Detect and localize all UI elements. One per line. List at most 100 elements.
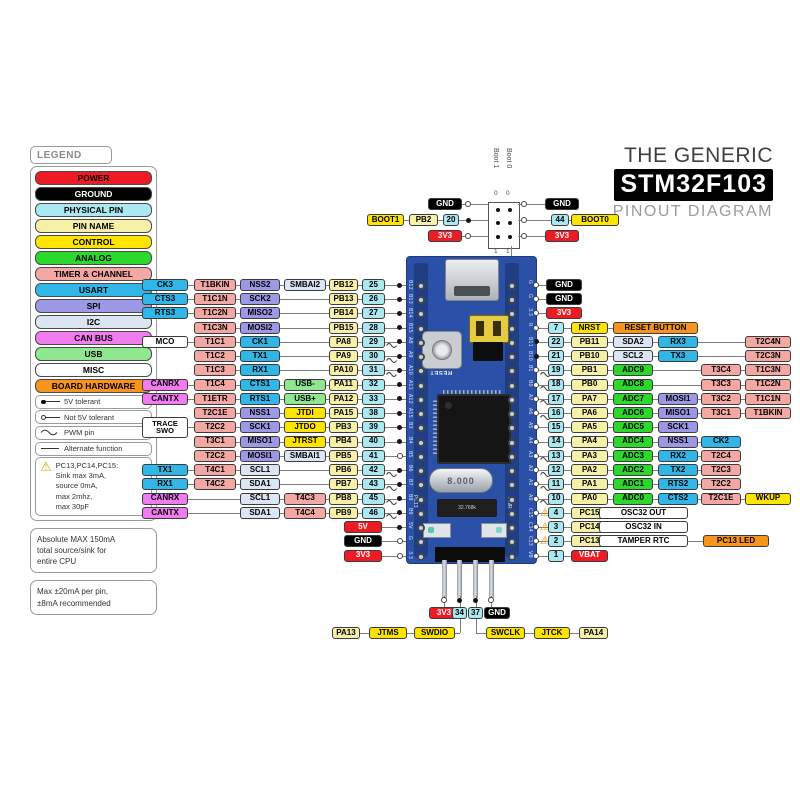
boot-header-pin	[508, 208, 512, 212]
marker-not-5v-tolerant	[396, 452, 403, 459]
marker-5v-tolerant	[397, 467, 402, 473]
marker-not-5v-tolerant	[521, 201, 527, 207]
board-hole	[417, 381, 425, 390]
marker-5v-tolerant	[397, 496, 402, 502]
pin-function-box: ADC3	[613, 449, 653, 462]
marker-pwm	[539, 409, 551, 420]
pin-function-box: T2C1E	[701, 492, 741, 505]
marker-pwm	[539, 366, 551, 377]
pin-function-box: TAMPER RTC	[599, 535, 688, 548]
pin-function-box: SMBAI1	[284, 449, 326, 462]
board-edge-label: A15	[407, 408, 413, 418]
boot-jumper-header	[488, 202, 520, 249]
pin-function-box: T4C2	[194, 478, 236, 491]
pin-function-box: ADC0	[613, 492, 653, 505]
board-hole	[417, 538, 425, 547]
board-edge-label: G	[527, 280, 533, 284]
pin-function-box: MISO1	[658, 407, 698, 420]
pin-function-box: CANTX	[142, 506, 188, 519]
marker-warning: ⚠	[540, 505, 550, 519]
legend-swatch-usb: USB	[35, 346, 152, 362]
pin-name-box: PA4	[571, 435, 608, 448]
board-hole	[417, 481, 425, 490]
pin-function-box: T1BKIN	[745, 407, 791, 420]
pin-number-box: 32	[362, 378, 385, 391]
pin-function-box: NSS2	[240, 279, 280, 291]
boot-pin-box: 3V3	[545, 230, 579, 242]
pin-name-box: PB14	[329, 307, 358, 320]
marker-not-5v-tolerant	[533, 552, 539, 559]
board-hole	[508, 296, 516, 305]
pin-function-box: RESET BUTTON	[613, 321, 698, 334]
boot-header-pin	[496, 235, 500, 239]
pin-function-box: RX1	[240, 364, 280, 377]
pin-function-box: RX1	[142, 478, 188, 491]
pin-function-box: USB-	[284, 378, 326, 391]
board-hole	[417, 438, 425, 447]
pin-function-box: MISO2	[240, 307, 280, 320]
pin-number-box: 22	[548, 335, 564, 348]
marker-not-5v-tolerant	[533, 296, 539, 303]
pin-number-box: 40	[362, 435, 385, 448]
board-hole	[417, 524, 425, 533]
crystal-32khz: 32.768k	[437, 499, 497, 517]
pin-number-box: 13	[548, 449, 564, 462]
marker-5v-tolerant	[397, 296, 402, 302]
line-symbol	[40, 444, 60, 453]
board-hole	[508, 381, 516, 390]
pin-function-box: SCK1	[240, 421, 280, 434]
pin-function-box: JTDO	[284, 421, 326, 434]
pin-number-box: 3	[548, 521, 564, 534]
pin-function-box: PC13 LED	[703, 535, 769, 548]
board-hole	[508, 509, 516, 518]
pin-function-box: SCL2	[613, 350, 653, 363]
board-hole	[417, 467, 425, 476]
pin-function-box: CK1	[240, 335, 280, 348]
connector-line	[455, 632, 460, 634]
board-edge-label: B0	[527, 379, 533, 387]
pin-function-box: SDA1	[240, 506, 280, 519]
title-line1: THE GENERIC	[623, 144, 773, 167]
boot1-column-label: Boot 1	[492, 148, 499, 169]
reset-button-component	[422, 331, 462, 369]
pin-number-box: 45	[362, 492, 385, 505]
marker-5v-tolerant	[397, 439, 402, 445]
swd-signal-box: JTCK	[534, 627, 570, 639]
board-edge-label: G	[407, 536, 413, 541]
boot-header-to-board-line	[511, 246, 512, 257]
legend-note-pwm: PWM pin	[35, 425, 152, 440]
pin-name-box: PA2	[571, 464, 608, 477]
pin-name-box: PB10	[571, 350, 608, 363]
pin-name-box: PB1	[571, 364, 608, 377]
pin-function-box: 3V3	[546, 307, 582, 320]
board-hole	[508, 410, 516, 419]
pin-name-box: PB4	[329, 435, 358, 448]
swd-signal-box: SWCLK	[486, 627, 525, 639]
pin-number-box: 30	[362, 350, 385, 363]
legend-swatch-i2c: I2C	[35, 314, 152, 330]
pin-number-box: 33	[362, 392, 385, 405]
pin-number-box: 4	[548, 506, 564, 519]
board-edge-label: A10	[407, 365, 413, 376]
marker-5v-tolerant	[397, 424, 402, 430]
pin-function-box: T1ETR	[194, 392, 236, 405]
pin-function-box: MOSI2	[240, 321, 280, 334]
marker-pwm	[385, 466, 397, 477]
pin-function-box: RTS2	[658, 478, 698, 491]
marker-5v-tolerant	[397, 353, 402, 359]
connector-line	[200, 370, 406, 372]
board-hole	[508, 452, 516, 461]
pin-number-box: 25	[362, 279, 385, 291]
boot-pin-box: 44	[551, 214, 569, 226]
marker-not-5v-tolerant	[488, 597, 494, 603]
pin-function-box: MOSI1	[240, 449, 280, 462]
legend-note-label: 5V tolerant	[64, 397, 101, 407]
marker-not-5v-tolerant	[533, 481, 539, 488]
marker-pwm	[539, 480, 551, 491]
board-hole	[508, 495, 516, 504]
swd-power-box: 3V3	[429, 607, 459, 619]
marker-5v-tolerant	[397, 367, 402, 373]
board-edge-label: B13	[407, 294, 413, 305]
board-edge-label: A9	[407, 351, 413, 358]
